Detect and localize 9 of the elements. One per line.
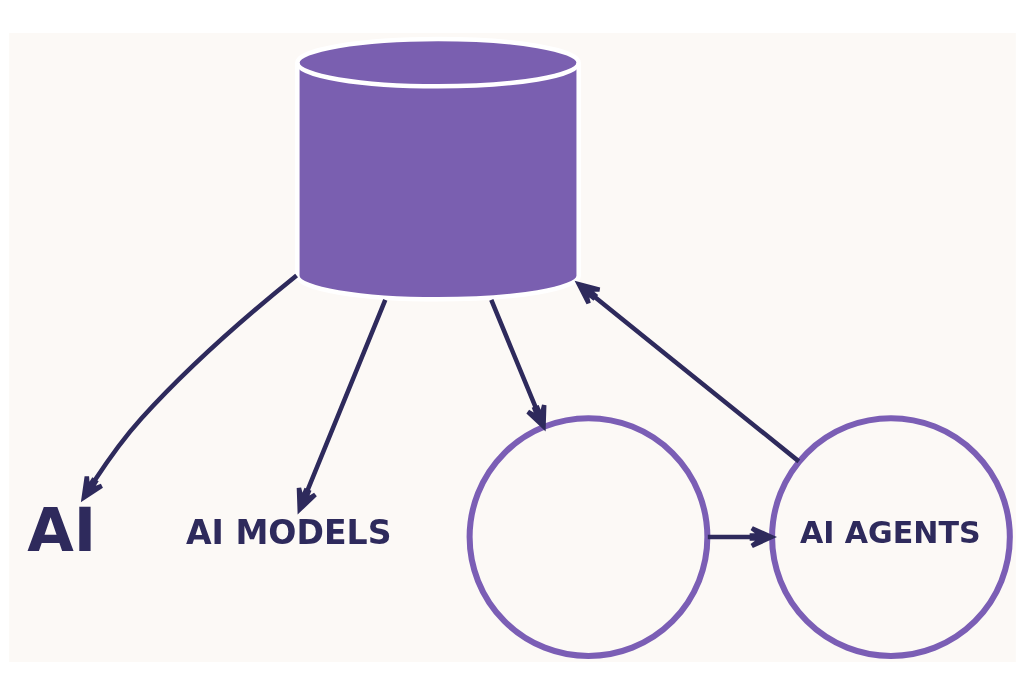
arrow: [576, 281, 800, 463]
arrow: [81, 273, 298, 500]
arrow: [296, 298, 387, 512]
node-circle: [466, 414, 710, 659]
arrow: [488, 298, 546, 429]
node-text: AI: [26, 494, 96, 565]
node-text: AI MODELS: [185, 512, 391, 552]
arrow: [707, 525, 774, 548]
node-circle: AI AGENTS: [768, 414, 1013, 659]
